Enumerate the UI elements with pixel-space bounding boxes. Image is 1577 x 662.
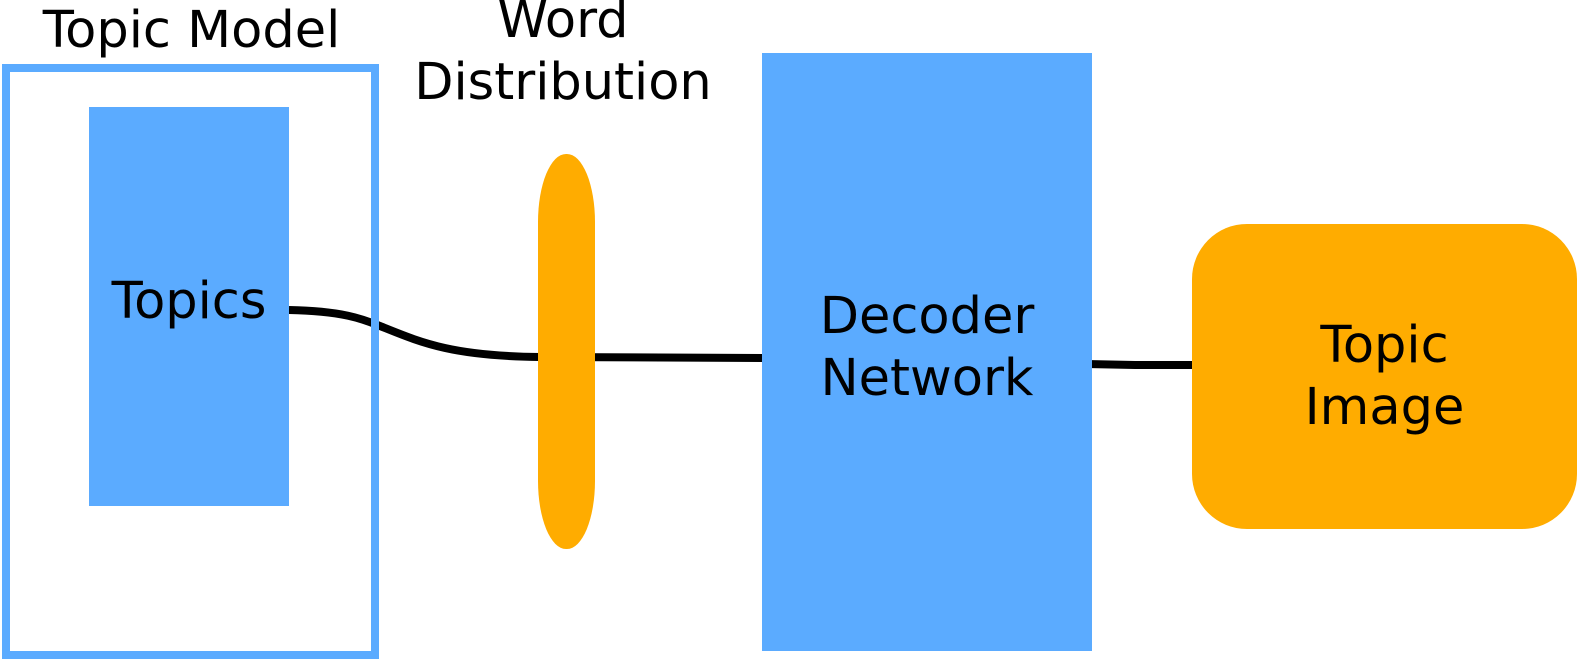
- decoder-to-image-connector: [1085, 360, 1192, 369]
- word-distribution-title-line1: Word: [497, 0, 629, 50]
- topics-block: Topics: [89, 107, 289, 506]
- decoder-network-label-line2: Network: [820, 349, 1034, 408]
- topic-image-label-line2: Image: [1304, 377, 1465, 437]
- word-distribution-ellipse: [538, 154, 595, 549]
- topic-image-label-line1: Topic: [1320, 315, 1449, 375]
- decoder-network-label-line1: Decoder: [819, 287, 1035, 346]
- topic-model-container: [2, 64, 379, 659]
- topic-model-title: Topic Model: [42, 1, 341, 60]
- topics-label: Topics: [111, 271, 267, 331]
- topic-image-block: Topic Image: [1192, 224, 1577, 529]
- decoder-network-block: Decoder Network: [762, 53, 1092, 651]
- word-distribution-title-line2: Distribution: [414, 53, 712, 112]
- topics-to-decoder-connector: [288, 306, 763, 362]
